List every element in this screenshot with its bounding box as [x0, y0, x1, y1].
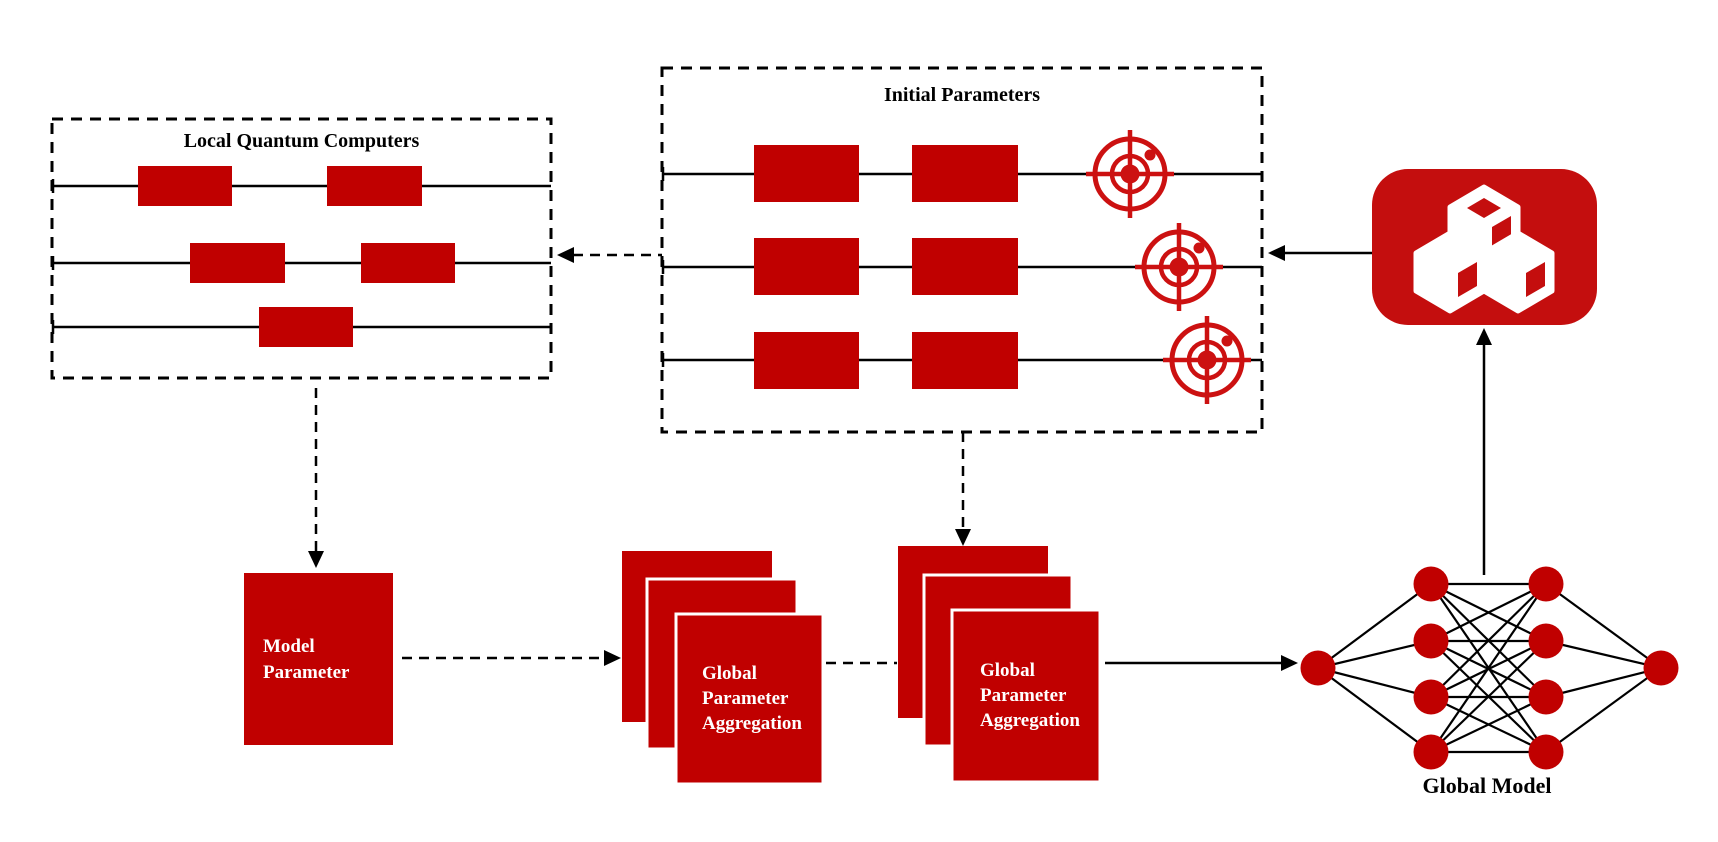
model-parameter-label: Model Parameter — [263, 636, 350, 683]
global-model-network — [1300, 566, 1679, 770]
quantum-gates-initial — [754, 145, 1018, 389]
cubes-box — [1372, 169, 1597, 325]
cubes-icon — [1413, 184, 1555, 314]
target-icon — [1163, 316, 1251, 404]
target-icon — [1086, 130, 1174, 218]
global-parameter-aggregation-stack-2 — [898, 546, 1102, 784]
target-icon — [1135, 223, 1223, 311]
network-nodes — [1300, 566, 1679, 770]
initial-parameters-box — [660, 66, 1264, 434]
quantum-gates-local — [138, 166, 455, 347]
local-quantum-computers-title: Local Quantum Computers — [183, 130, 420, 152]
initial-parameters-title: Initial Parameters — [883, 84, 1041, 106]
global-parameter-aggregation-stack-1 — [622, 551, 825, 786]
connectors — [308, 245, 1492, 671]
global-parameter-aggregation-label-1: Global Parameter Aggregation — [702, 663, 802, 734]
local-quantum-computers-box — [50, 117, 553, 380]
global-model-label: Global Model — [1422, 773, 1552, 798]
model-parameter-box — [244, 573, 393, 745]
global-parameter-aggregation-label-2: Global Parameter Aggregation — [980, 660, 1080, 731]
